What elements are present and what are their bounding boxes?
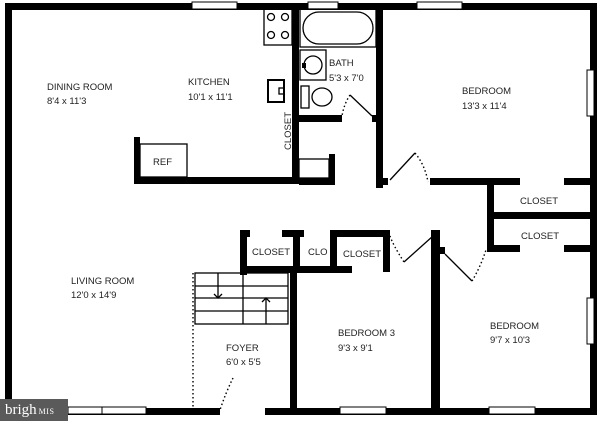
ref-label: REF bbox=[153, 157, 172, 168]
kitchen-walls bbox=[134, 3, 300, 184]
living-room-name: LIVING ROOM bbox=[71, 276, 134, 287]
dining-room-name: DINING ROOM bbox=[47, 82, 113, 93]
lower-bedroom-walls bbox=[290, 230, 487, 415]
bath-sink-icon bbox=[299, 49, 327, 81]
closet-bath-label: CLOSET bbox=[283, 112, 294, 150]
living-room-dims: 12'0 x 14'9 bbox=[71, 290, 116, 301]
bedroom-main-dims: 13'3 x 11'4 bbox=[462, 101, 507, 112]
bath-walls bbox=[298, 3, 383, 188]
front-door-swing bbox=[219, 377, 234, 411]
bath-name: BATH bbox=[329, 58, 354, 69]
closet-hall-2-label: CLOSET bbox=[343, 249, 381, 260]
bedroom2-dims: 9'7 x 10'3 bbox=[490, 335, 530, 346]
closet-hall-1-label: CLOSET bbox=[252, 247, 290, 258]
right-closets-walls bbox=[487, 178, 597, 252]
stove-icon bbox=[263, 8, 293, 46]
exterior-walls bbox=[5, 3, 597, 415]
foyer-dims: 6'0 x 5'5 bbox=[226, 357, 261, 368]
watermark-suffix: MIS bbox=[38, 407, 55, 416]
bedroom3-dims: 9'3 x 9'1 bbox=[338, 343, 373, 354]
closet-right-lower-label: CLOSET bbox=[521, 231, 559, 242]
kitchen-dims: 10'1 x 11'1 bbox=[188, 92, 233, 103]
bathtub-icon bbox=[299, 8, 377, 48]
bedroom-main-walls bbox=[376, 152, 597, 185]
room-labels: DINING ROOM 8'4 x 11'3 KITCHEN 10'1 x 11… bbox=[47, 58, 559, 368]
windows bbox=[67, 1, 595, 415]
staircase bbox=[192, 272, 289, 412]
sink-icon bbox=[267, 79, 285, 103]
foyer-name: FOYER bbox=[226, 343, 259, 354]
bath-door bbox=[341, 94, 373, 117]
bedroom-main-name: BEDROOM bbox=[462, 86, 511, 97]
bath-dims: 5'3 x 7'0 bbox=[329, 73, 364, 84]
kitchen-name: KITCHEN bbox=[188, 77, 230, 88]
clo-label: CLO bbox=[308, 247, 328, 258]
watermark-brand: brigh bbox=[5, 402, 37, 418]
dining-room-dims: 8'4 x 11'3 bbox=[47, 96, 86, 107]
bedroom3-name: BEDROOM 3 bbox=[338, 328, 395, 339]
toilet-icon bbox=[300, 85, 333, 109]
bedroom2-name: BEDROOM bbox=[490, 321, 539, 332]
closet-right-upper-label: CLOSET bbox=[520, 196, 558, 207]
